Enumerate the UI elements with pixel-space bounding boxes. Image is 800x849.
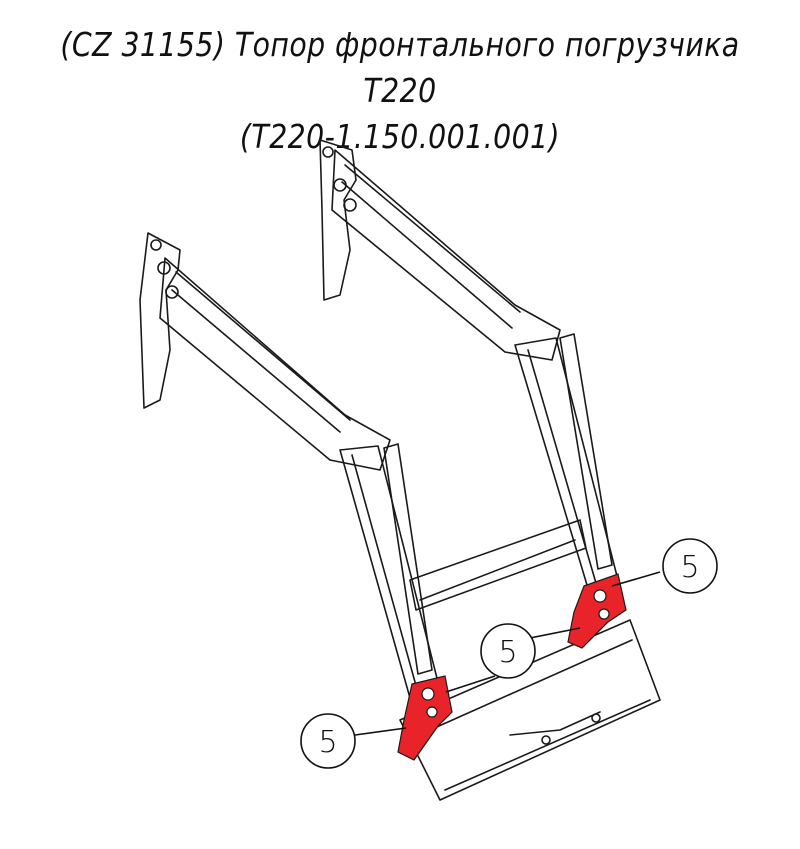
right-cylinder	[559, 333, 613, 570]
left-mount-plate	[397, 675, 453, 761]
part-number: (T220-1.150.001.001)	[239, 117, 561, 156]
leader-line-2	[529, 627, 581, 639]
highlighted-parts	[397, 573, 627, 761]
callout-circle-2	[480, 623, 536, 679]
callout-1: 5	[611, 538, 718, 594]
left-boom	[159, 257, 391, 471]
left-cylinder	[383, 443, 433, 675]
leader-line-2b	[445, 675, 496, 693]
loader-frame	[139, 139, 661, 801]
cross-member	[409, 519, 587, 611]
diagram-title: (CZ 31155) Топор фронтального погрузчика…	[60, 25, 740, 110]
callout-label-3: 5	[318, 725, 337, 760]
right-bracket	[319, 139, 357, 301]
left-bracket	[139, 232, 181, 409]
callout-label-2: 5	[498, 635, 517, 670]
callout-2: 5	[445, 623, 581, 693]
callout-3: 5	[300, 713, 407, 769]
title-block: (CZ 31155) Топор фронтального погрузчика…	[0, 22, 800, 160]
right-boom	[331, 149, 561, 361]
callout-circle-1	[662, 538, 718, 594]
callout-label-1: 5	[680, 550, 699, 585]
right-mount-plate	[567, 573, 627, 649]
attach-frame	[399, 619, 661, 801]
leader-line-3	[354, 727, 407, 736]
callout-circle-3	[300, 713, 356, 769]
leader-line-1	[611, 571, 661, 587]
